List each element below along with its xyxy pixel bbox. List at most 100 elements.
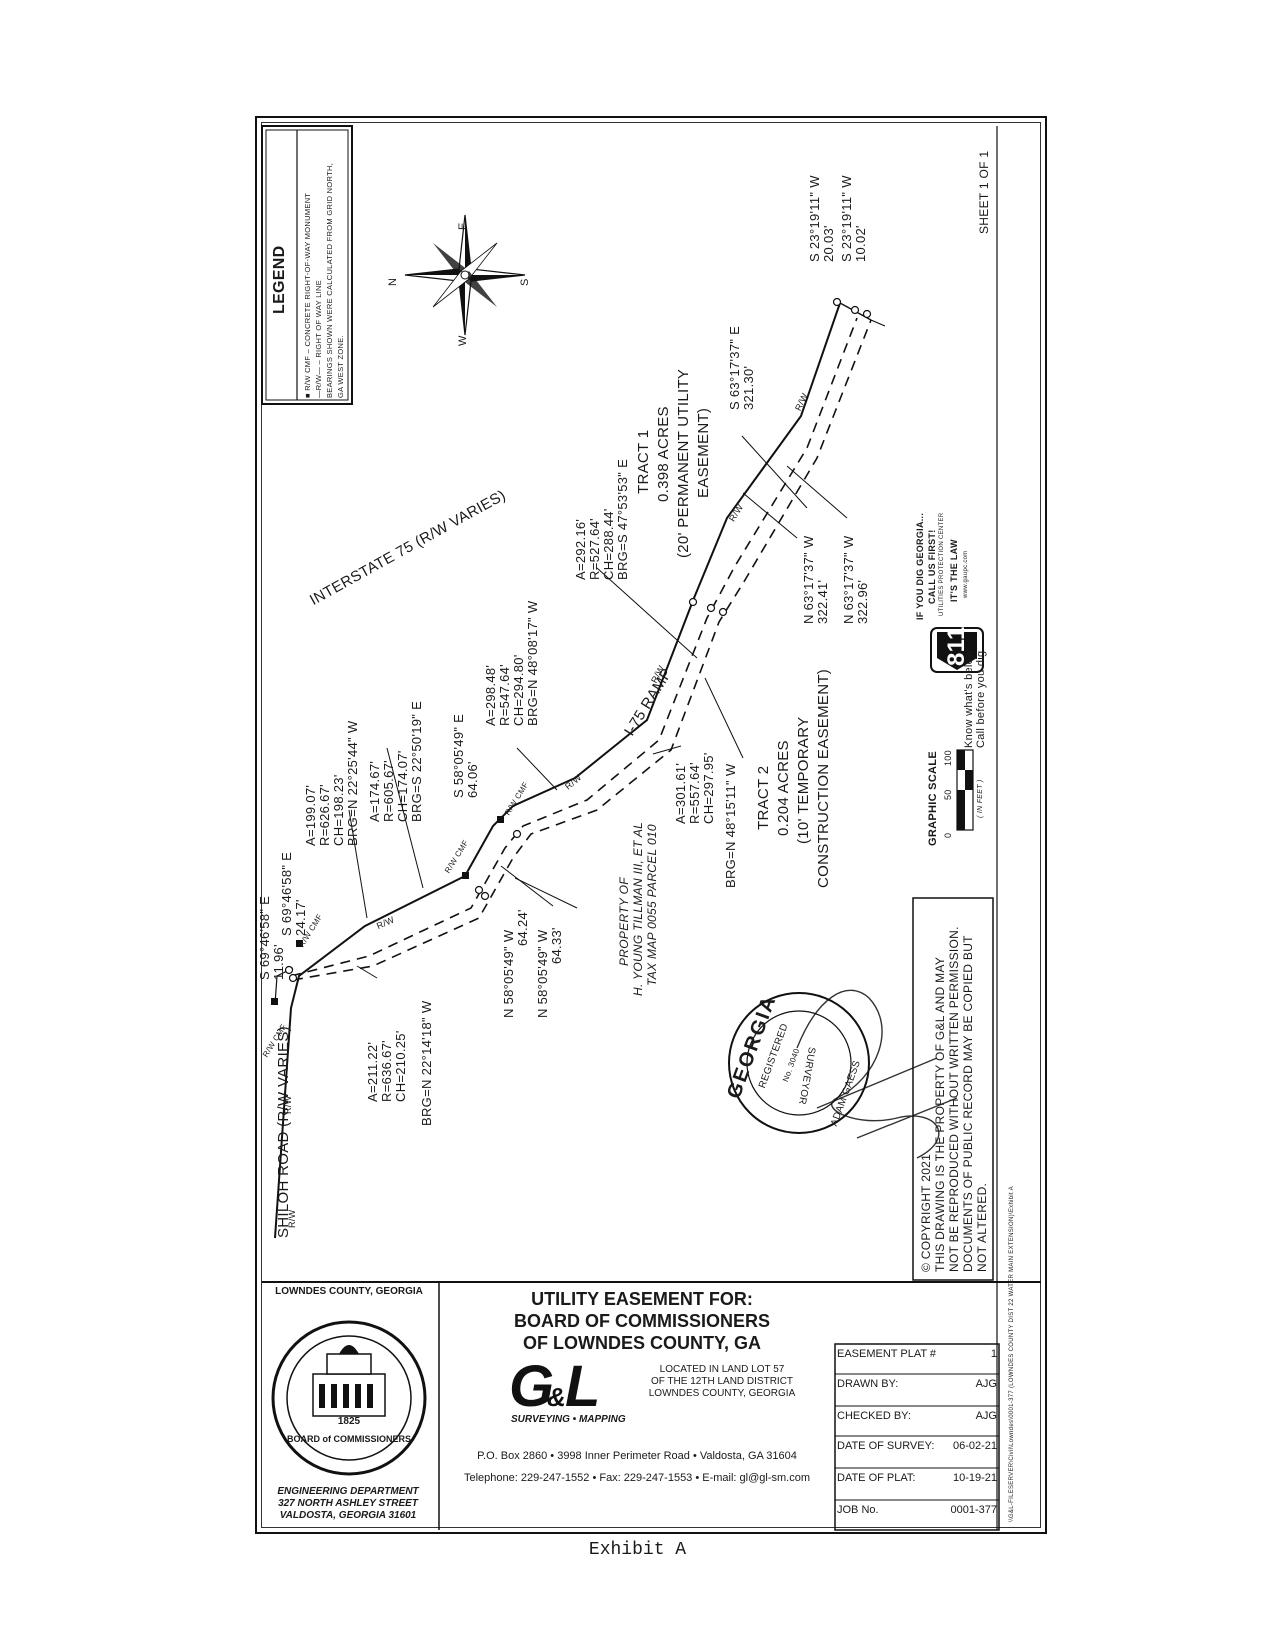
- info-table-row: DATE OF PLAT:10-19-21: [837, 1472, 997, 1484]
- legend-box: [261, 125, 353, 405]
- bearing-5-dist: 322.96': [855, 579, 870, 624]
- info-table-label: DRAWN BY:: [837, 1378, 899, 1390]
- property-tax-map: TAX MAP 0055 PARCEL 010: [645, 824, 659, 986]
- inner-border: [261, 122, 1041, 1528]
- bearing-2: S 23°19'11" W: [839, 175, 854, 262]
- legend-inner-box: [265, 129, 349, 401]
- curve-5-arc: A=174.67': [367, 760, 382, 822]
- graphic-scale-tick-100: 100: [943, 750, 953, 766]
- property-label: PROPERTY OF: [617, 877, 631, 966]
- graphic-scale-title: GRAPHIC SCALE: [927, 751, 939, 846]
- bearing-1: S 23°19'11" W: [807, 175, 822, 262]
- address-line: P.O. Box 2860 • 3998 Inner Perimeter Roa…: [477, 1450, 797, 1462]
- file-path: \\G&L-FILESERVER\Civil\Lowndes\0001-377 …: [1009, 1186, 1015, 1522]
- legend-line-2: —R/W— – RIGHT OF WAY LINE: [314, 279, 323, 398]
- county-seal-top-text: LOWNDES COUNTY, GEORGIA: [275, 1286, 423, 1297]
- tract-1-acres: 0.398 ACRES: [655, 406, 672, 502]
- bearing-7: S 69°46'58" E: [279, 851, 294, 936]
- rw-cmf-marker: [497, 816, 504, 823]
- curve-4-arc: A=199.07': [303, 784, 318, 846]
- bearing-9-dist: 64.24': [515, 909, 530, 946]
- dept-line-1: ENGINEERING DEPARTMENT: [277, 1486, 419, 1497]
- surveyor-seal-icon: [728, 992, 870, 1134]
- title-line-1: UTILITY EASEMENT FOR:: [531, 1289, 753, 1309]
- copyright-line-5: NOT ALTERED.: [975, 1182, 989, 1272]
- info-table-label: DATE OF SURVEY:: [837, 1440, 935, 1452]
- info-table-value: 1: [990, 1348, 997, 1360]
- iron-pin-markers: [284, 297, 872, 983]
- curve-3-radius: R=557.64': [687, 762, 702, 824]
- info-table-row: JOB No.0001-377: [837, 1504, 997, 1516]
- gl-logo-subtitle: SURVEYING • MAPPING: [511, 1414, 626, 1425]
- svg-text:G: G: [509, 1354, 554, 1419]
- svg-text:&: &: [547, 1382, 566, 1412]
- info-table-value: AJG: [975, 1410, 997, 1422]
- dig-georgia-line: IF YOU DIG GEORGIA...: [915, 512, 925, 620]
- info-table-label: DATE OF PLAT:: [837, 1472, 916, 1484]
- location-block: LOCATED IN LAND LOT 57 OF THE 12TH LAND …: [627, 1364, 817, 1400]
- copyright-line-3: NOT BE REPRODUCED WITHOUT WRITTEN PERMIS…: [947, 926, 961, 1272]
- tract-1-title: TRACT 1: [635, 429, 652, 494]
- bearing-6-dist: 11.96': [271, 944, 286, 980]
- curve-2-bearing: BRG=N 48°08'17" W: [525, 600, 540, 726]
- location-line-3: LOWNDES COUNTY, GEORGIA: [648, 1388, 796, 1399]
- curve-5-radius: R=605.67': [381, 760, 396, 822]
- compass-e: E: [457, 222, 469, 230]
- curve-4-radius: R=626.67': [317, 784, 332, 846]
- compass-n: N: [387, 277, 399, 286]
- legend-line-4: GA WEST ZONE.: [336, 335, 345, 398]
- rw-label: R/W: [283, 1095, 293, 1114]
- dig-call-first: CALL US FIRST!: [927, 529, 937, 604]
- rw-cmf-marker: [296, 940, 303, 947]
- info-table-row: DATE OF SURVEY: 06-02-21: [837, 1440, 997, 1452]
- bearing-8: S 58°05'49" E: [451, 713, 466, 798]
- easement-line-permanent: [290, 317, 858, 977]
- dig-upc: UTILITIES PROTECTION CENTER: [939, 512, 945, 616]
- curve-1-bearing: BRG=S 47°53'53" E: [615, 458, 630, 580]
- title-line-2: BOARD OF COMMISSIONERS: [513, 1311, 770, 1331]
- rw-monuments: [271, 816, 504, 1005]
- curve-1-arc: A=292.16': [573, 518, 588, 580]
- tract-1-desc-2: EASEMENT): [695, 407, 712, 498]
- graphic-scale-unit: ( IN FEET ): [977, 779, 984, 818]
- graphic-scale: [956, 749, 974, 831]
- location-line-2: OF THE 12TH LAND DISTRICT: [650, 1376, 794, 1387]
- location-line-1: LOCATED IN LAND LOT 57: [659, 1364, 785, 1375]
- curve-2-arc: A=298.48': [483, 664, 498, 726]
- shiloh-road-label: SHILOH ROAD (R/W VARIES): [275, 1026, 292, 1238]
- info-table-label: EASEMENT PLAT #: [837, 1348, 937, 1360]
- curve-5-chord: CH=174.07': [395, 750, 410, 822]
- graphic-scale-tick-0: 0: [943, 832, 953, 838]
- legend-line-3: BEARINGS SHOWN WERE CALCULATED FROM GRID…: [325, 162, 334, 398]
- exhibit-label: Exhibit A: [588, 1540, 687, 1560]
- bearing-5: N 63°17'37" W: [841, 535, 856, 624]
- copyright-box: [912, 897, 994, 1281]
- leader-lines: [348, 435, 848, 979]
- gl-logo-icon: G & L: [509, 1354, 600, 1419]
- rw-cmf-marker: [271, 998, 278, 1005]
- title-heading: UTILITY EASEMENT FOR: BOARD OF COMMISSIO…: [447, 1288, 837, 1354]
- county-seal-year: 1825: [337, 1416, 361, 1427]
- info-table-row: EASEMENT PLAT # 1: [837, 1348, 997, 1360]
- phone-line: Telephone: 229-247-1552 • Fax: 229-247-1…: [464, 1472, 810, 1484]
- dig-website: www.gaupc.com: [963, 550, 969, 598]
- tract-2-acres: 0.204 ACRES: [775, 740, 792, 836]
- easement-line-temporary: [292, 319, 872, 981]
- info-table-value: 06-02-21: [952, 1440, 997, 1452]
- tract-1-desc: (20' PERMANENT UTILITY: [675, 368, 692, 558]
- sheet-number: SHEET 1 OF 1: [977, 150, 991, 234]
- tract-2-title: TRACT 2: [755, 765, 772, 830]
- info-table-label: CHECKED BY:: [837, 1410, 911, 1422]
- bearing-9: N 58°05'49" W: [501, 929, 516, 1018]
- curve-6-bearing: BRG=N 22°14'18" W: [419, 1000, 434, 1126]
- curve-6-radius: R=636.67': [379, 1040, 394, 1102]
- legend-title: LEGEND: [271, 245, 288, 314]
- info-table-row: CHECKED BY: AJG: [837, 1410, 997, 1422]
- bearing-10: N 58°05'49" W: [535, 929, 550, 1018]
- curve-4-bearing: BRG=N 22°25'44" W: [345, 720, 360, 846]
- curve-3-chord: CH=297.95': [701, 752, 716, 824]
- info-table-label: JOB No.: [837, 1504, 879, 1516]
- compass-s: S: [519, 278, 531, 286]
- title-line-3: OF LOWNDES COUNTY, GA: [523, 1333, 761, 1353]
- tract-2-desc: (10' TEMPORARY: [795, 716, 812, 844]
